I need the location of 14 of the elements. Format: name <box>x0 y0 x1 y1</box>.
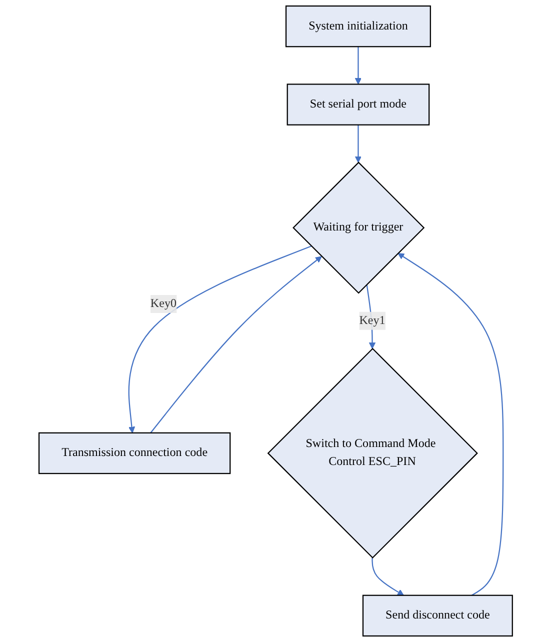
edge-label: Key0 <box>150 297 177 310</box>
node-box: Set serial port mode <box>287 84 430 126</box>
arrow <box>355 46 362 85</box>
arrow <box>372 558 404 596</box>
node-box: System initialization <box>286 5 432 48</box>
edge-label: Key1 <box>360 314 386 327</box>
node-box: Transmission connection code <box>38 432 231 474</box>
node-box: Send disconnect code <box>362 594 514 637</box>
node-diamond: Switch to Command Mode Control ESC_PIN <box>268 348 478 559</box>
arrow <box>355 124 362 163</box>
node-diamond: Waiting for trigger <box>292 162 425 294</box>
arrow <box>150 256 322 434</box>
arrow <box>398 252 504 596</box>
arrow <box>128 246 312 434</box>
